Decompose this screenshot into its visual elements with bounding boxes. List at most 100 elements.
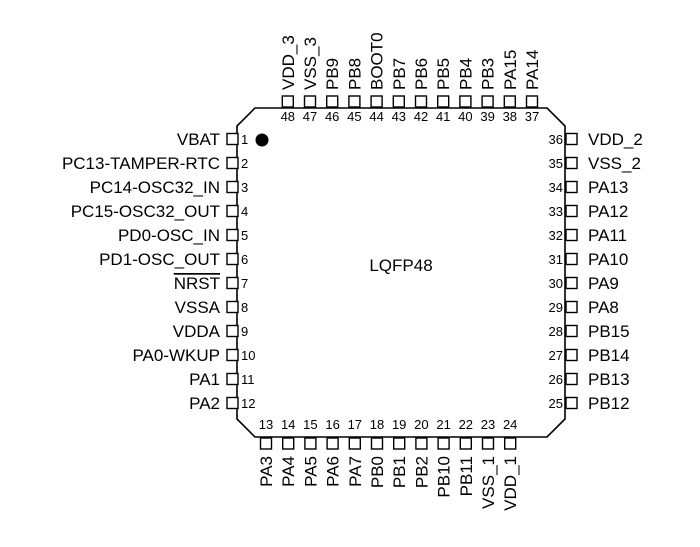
pins-group: 1VBAT2PC13-TAMPER-RTC3PC14-OSC32_IN4PC15…: [62, 32, 643, 510]
pin-label: PA7: [346, 456, 365, 487]
pin-number: 31: [549, 252, 563, 267]
pin-number: 37: [525, 109, 539, 124]
pin-number: 3: [241, 180, 248, 195]
pin-label: PB8: [345, 58, 364, 90]
pin-pad: [226, 324, 239, 338]
pin-pad: [565, 324, 578, 338]
pin-number: 45: [347, 109, 361, 124]
pin-number: 32: [549, 228, 563, 243]
pin-number: 39: [480, 109, 494, 124]
pin-pad: [481, 95, 494, 108]
pin-pad: [226, 204, 239, 218]
pin-number: 8: [241, 300, 248, 315]
pin-pad: [226, 396, 239, 410]
pin-label: VDD_1: [501, 456, 520, 511]
pin-label: NRST: [174, 274, 220, 293]
pin-37: 37 PA14: [523, 50, 542, 124]
pin-pad: [565, 180, 578, 194]
pin-number: 11: [241, 372, 255, 387]
pin-label: PB11: [457, 456, 476, 496]
pin-label: PC15-OSC32_OUT: [71, 202, 220, 221]
pin-label: PB6: [412, 58, 431, 90]
pin-number: 46: [325, 109, 339, 124]
pin-label: PA12: [588, 202, 628, 221]
pin-pad: [393, 437, 406, 450]
pin-label: PB10: [435, 456, 454, 498]
pin-pad: [565, 228, 578, 242]
pin-label: PA2: [189, 394, 220, 413]
pin-label: PB1: [390, 456, 409, 488]
pin-pad: [565, 252, 578, 266]
pin-39: 39 PB3: [479, 58, 498, 124]
pin-number: 1: [241, 132, 248, 147]
pin-label: PD1-OSC_OUT: [99, 250, 220, 269]
pin-pad: [415, 437, 428, 450]
pin-number: 9: [241, 324, 248, 339]
pin-number: 13: [259, 417, 273, 432]
package-body: LQFP48: [236, 107, 566, 438]
pin-pad: [226, 348, 239, 362]
pin-number: 44: [369, 109, 383, 124]
pin-label: VSS_3: [301, 37, 320, 90]
pin-6: 6 PD1-OSC_OUT: [99, 250, 248, 269]
pin-27: 27 PB14: [549, 346, 630, 365]
pin-number: 17: [348, 417, 362, 432]
pin-label: PB3: [479, 58, 498, 90]
pin-pad: [348, 437, 361, 450]
pin-pad: [565, 156, 578, 170]
pin-number: 42: [414, 109, 428, 124]
pin-number: 34: [549, 180, 563, 195]
pin-label: BOOT0: [368, 32, 387, 90]
pin-label: PB5: [434, 58, 453, 90]
pin-number: 27: [549, 348, 563, 363]
pin-pad: [326, 437, 339, 450]
pin-number: 6: [241, 252, 248, 267]
pin-pad: [565, 276, 578, 290]
pin-pad: [348, 95, 361, 108]
pin-label: PB4: [456, 58, 475, 90]
pin-label: VSSA: [175, 298, 221, 317]
pin-pad: [481, 437, 495, 450]
pin-number: 47: [303, 109, 317, 124]
pin-number: 18: [370, 417, 384, 432]
pin-label: PA14: [523, 50, 542, 90]
pin-number: 14: [281, 417, 295, 432]
pin-label: PB14: [588, 346, 630, 365]
pin-number: 20: [414, 417, 428, 432]
pin-45: 45 PB8: [345, 58, 364, 124]
pin-label: PC13-TAMPER-RTC: [62, 154, 220, 173]
pin-label: PB0: [368, 456, 387, 488]
pin-pad: [226, 276, 239, 290]
pin-pad: [226, 252, 239, 266]
pin-number: 36: [549, 132, 563, 147]
pin-label: PB15: [588, 322, 630, 341]
pin-number: 23: [481, 417, 495, 432]
